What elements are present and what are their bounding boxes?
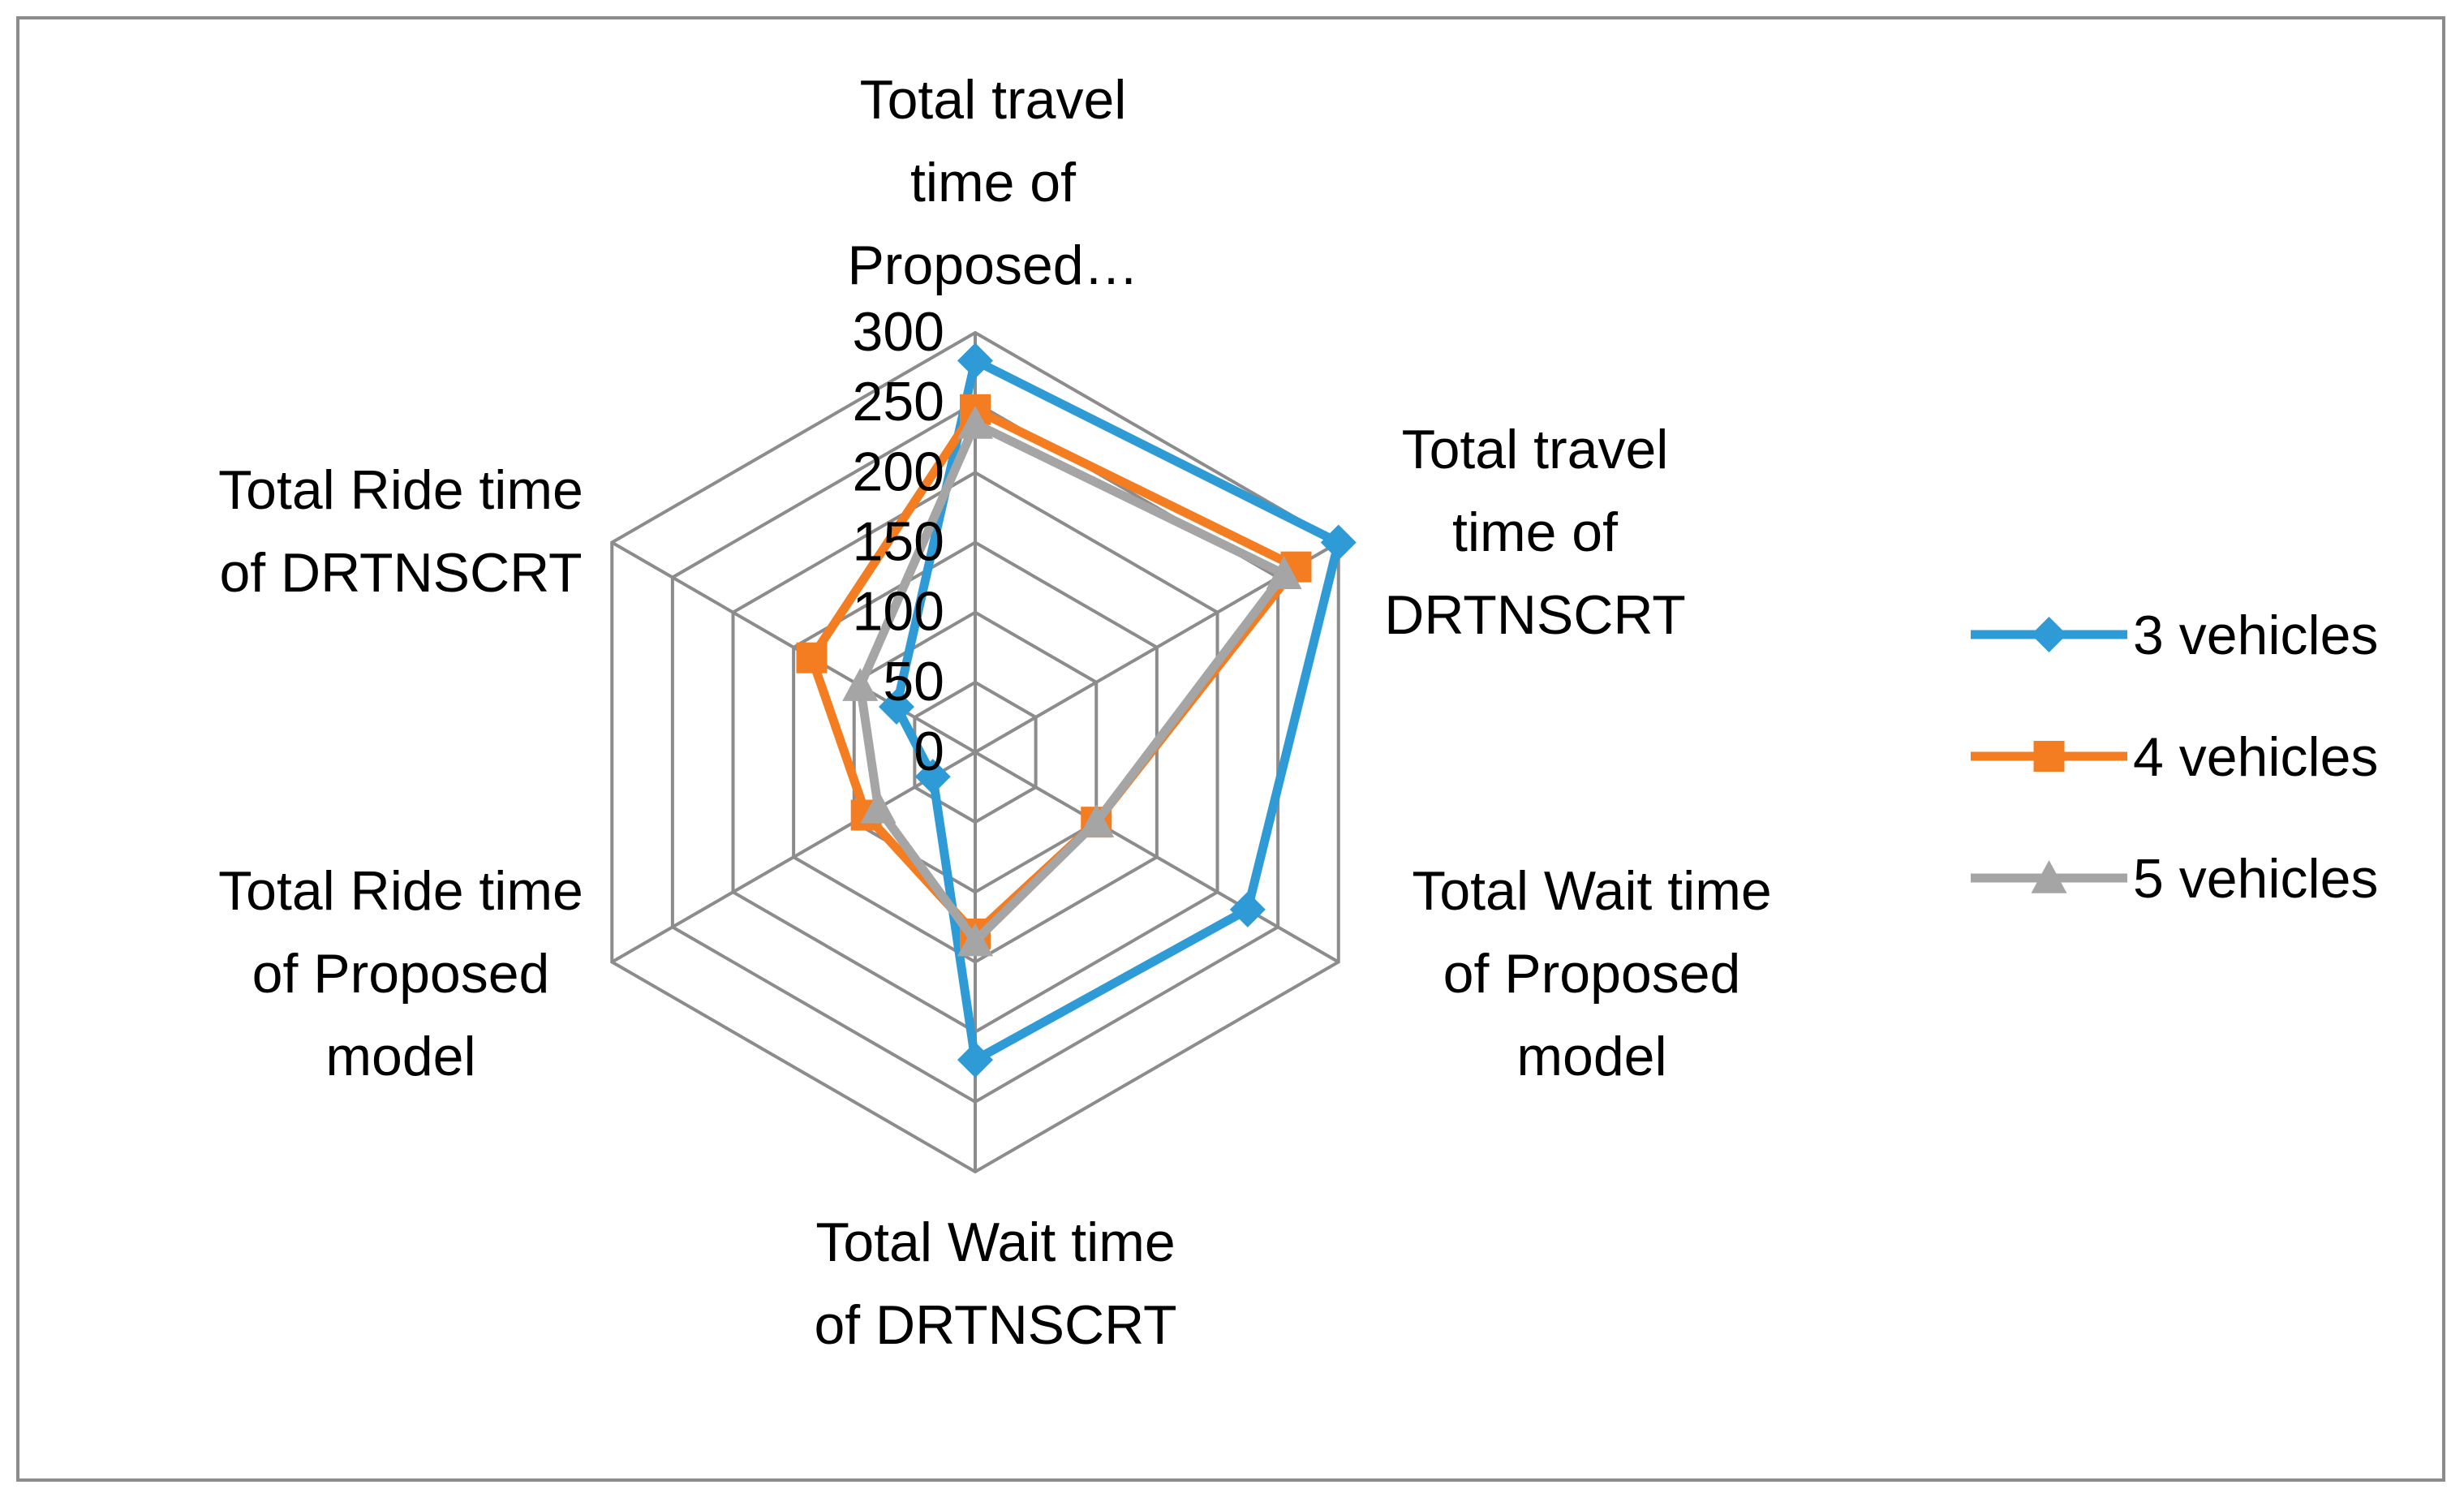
legend-label: 3 vehicles — [2133, 605, 2378, 666]
axis-label: Total travel time of DRTNSCRT — [1384, 419, 1686, 646]
legend-marker — [2033, 741, 2065, 772]
tick-label: 100 — [853, 581, 944, 643]
data-point — [1229, 891, 1266, 927]
legend-item-1: 3 vehicles — [1971, 605, 2378, 666]
axis-label-line: of Proposed — [252, 943, 550, 1005]
tick-label: 250 — [853, 371, 944, 433]
tick-label: 200 — [853, 441, 944, 502]
axis-label: Total Ride time of Proposed model — [218, 860, 583, 1087]
grid-spoke — [974, 751, 1340, 964]
axis-label-line: model — [1516, 1026, 1666, 1087]
axis-label: Total travel time of Proposed… — [847, 69, 1138, 296]
data-point — [957, 923, 993, 957]
legend: 3 vehicles 4 vehicles 5 vehicles — [1971, 605, 2378, 910]
data-point — [914, 759, 951, 795]
data-point — [1078, 804, 1115, 837]
legend-label: 5 vehicles — [2133, 848, 2378, 910]
legend-marker — [2031, 860, 2067, 893]
axis-label-line: Total Ride time — [218, 860, 583, 922]
axis-label: Total Wait time of DRTNSCRT — [814, 1211, 1176, 1356]
data-point — [842, 668, 879, 701]
data-point — [957, 1042, 993, 1078]
axis-label-line: time of — [910, 152, 1076, 213]
axis-label-line: Total travel — [860, 69, 1127, 131]
tick-label: 50 — [883, 651, 944, 712]
legend-marker — [2031, 617, 2067, 652]
axis-label-line: Total travel — [1402, 419, 1669, 480]
data-point — [878, 688, 914, 725]
radar-series — [796, 342, 1357, 1078]
axis-label-line: of DRTNSCRT — [219, 542, 582, 604]
axis-label-line: Proposed… — [847, 235, 1138, 296]
radar-ticks: 0 50 100 150 200 250 300 — [853, 301, 944, 782]
series-1 — [878, 342, 1357, 1078]
axis-label-line: Total Wait time — [815, 1211, 1175, 1273]
axis-label-line: of DRTNSCRT — [814, 1294, 1176, 1356]
series-3 — [842, 406, 1302, 957]
axis-label: Total Wait time of Proposed model — [1412, 860, 1771, 1087]
data-point — [796, 642, 828, 674]
legend-item-2: 4 vehicles — [1971, 726, 2378, 788]
axis-label-line: Total Ride time — [218, 459, 583, 521]
data-point — [957, 406, 993, 439]
tick-label: 0 — [914, 721, 944, 782]
legend-label: 4 vehicles — [2133, 726, 2378, 788]
data-point — [1320, 524, 1357, 561]
radar-chart: 0 50 100 150 200 250 300 Total travel time of Pr… — [218, 69, 2378, 1356]
axis-label: Total Ride time of DRTNSCRT — [218, 459, 583, 604]
data-point — [860, 790, 897, 824]
tick-label: 300 — [853, 301, 944, 363]
axis-label-line: of Proposed — [1443, 943, 1741, 1005]
axis-label-line: DRTNSCRT — [1384, 584, 1686, 646]
data-point — [957, 342, 993, 379]
grid-spoke — [611, 751, 977, 964]
chart-frame: 0 50 100 150 200 250 300 Total travel time of Pr… — [16, 16, 2445, 1482]
tick-label: 150 — [853, 511, 944, 573]
legend-item-3: 5 vehicles — [1971, 848, 2378, 910]
grid-spoke — [611, 540, 977, 754]
data-point — [1266, 556, 1302, 589]
axis-label-line: Total Wait time — [1412, 860, 1771, 922]
axis-label-line: model — [325, 1026, 475, 1087]
axis-label-line: time of — [1452, 501, 1618, 563]
